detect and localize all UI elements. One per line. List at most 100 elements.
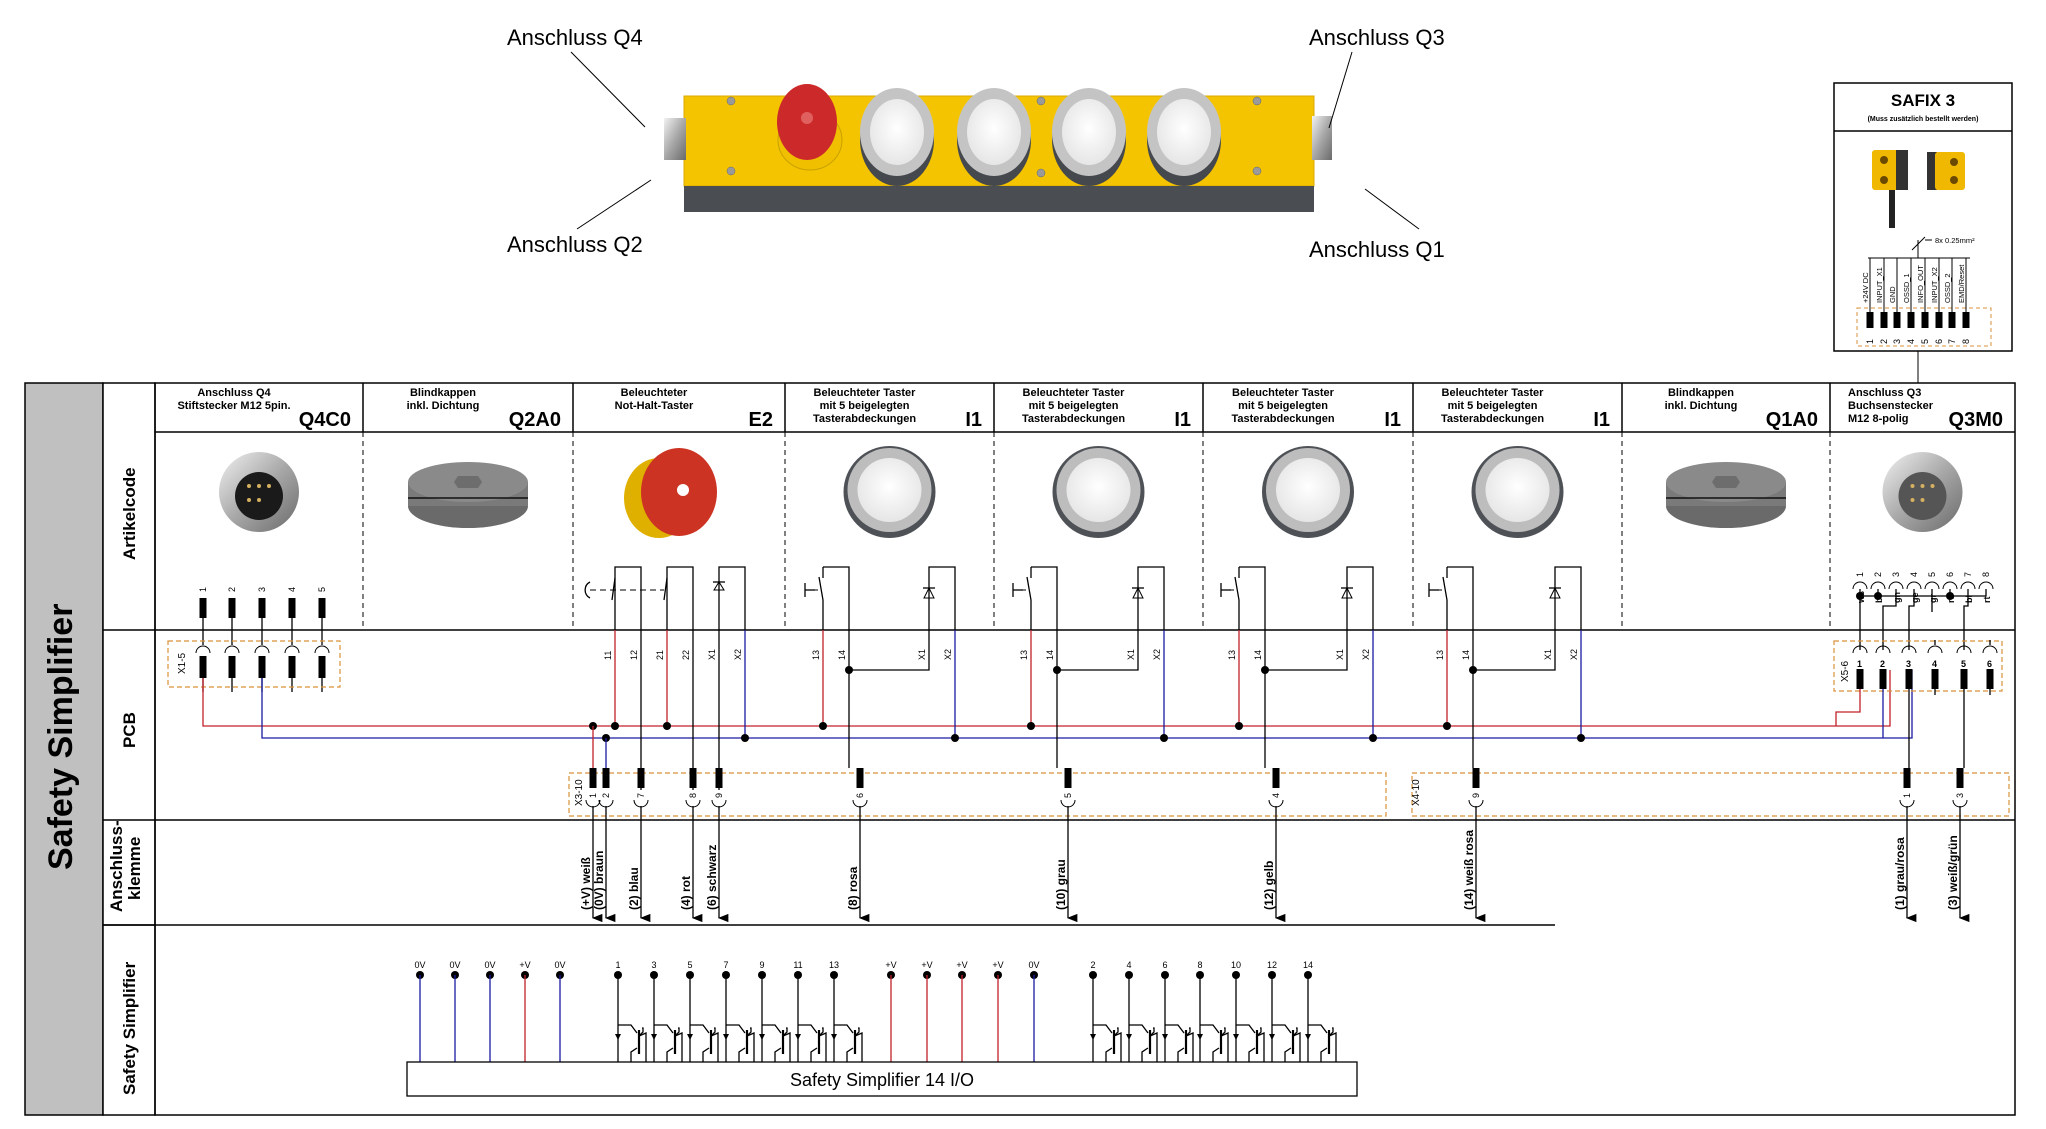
wire bbox=[1212, 1047, 1220, 1062]
wire bbox=[1272, 1024, 1292, 1034]
table-frame bbox=[24, 382, 2016, 1116]
wire bbox=[1442, 576, 1448, 630]
simplifier-terminal-label: 0V bbox=[449, 960, 460, 970]
wire bbox=[710, 1027, 716, 1037]
pin-block-icon bbox=[1893, 312, 1901, 328]
callout-lines bbox=[570, 51, 1420, 230]
junction-dot bbox=[1160, 734, 1168, 742]
callout-q1: Anschluss Q1 bbox=[1309, 237, 1445, 262]
wire bbox=[1328, 1032, 1337, 1062]
wire bbox=[823, 566, 850, 630]
socket-icon bbox=[195, 645, 211, 654]
wire bbox=[1113, 1032, 1122, 1062]
socket-icon bbox=[585, 799, 601, 808]
safix-panel: SAFIX 3 (Muss zusätzlich bestellt werden… bbox=[1833, 82, 2013, 383]
q3-pin-label: 5 bbox=[1927, 572, 1937, 577]
wire-label: (10) grau bbox=[1054, 859, 1068, 910]
wire bbox=[1447, 566, 1474, 630]
safix-signal-label: INPUT_X2 bbox=[1930, 267, 1939, 303]
pin-block-icon bbox=[1907, 312, 1915, 328]
terminal-pin-label: 7 bbox=[636, 793, 646, 798]
contact-label: 14 bbox=[837, 650, 847, 660]
q3-pin-label: 4 bbox=[1909, 572, 1919, 577]
article-code: Q4C0 bbox=[299, 409, 351, 431]
column-description: Tasterabdeckungen bbox=[1231, 413, 1334, 425]
housing-button-icon bbox=[860, 88, 934, 186]
wire bbox=[638, 1032, 647, 1062]
row-label-pcb: PCB bbox=[120, 712, 139, 748]
pin-block-icon bbox=[1960, 669, 1968, 689]
article-code: I1 bbox=[1174, 409, 1191, 431]
wire bbox=[1284, 1047, 1292, 1062]
wire bbox=[1256, 1032, 1265, 1062]
socket-icon bbox=[1978, 581, 1994, 590]
terminal-pin-label: 4 bbox=[1271, 793, 1281, 798]
x5-pin-label: 4 bbox=[1932, 659, 1937, 669]
wire bbox=[782, 1032, 791, 1062]
wire bbox=[1882, 589, 1897, 650]
socket-icon bbox=[1852, 581, 1868, 590]
contact-label: X2 bbox=[1569, 649, 1579, 660]
socket-icon bbox=[1888, 581, 1904, 590]
pin-block-icon bbox=[589, 768, 597, 788]
contact-label: X1 bbox=[1126, 649, 1136, 660]
wire bbox=[1239, 566, 1266, 630]
x5-pin-label: 2 bbox=[1880, 659, 1885, 669]
socket-icon bbox=[1268, 799, 1284, 808]
terminal-pin-label: 9 bbox=[1471, 793, 1481, 798]
simplifier-terminal-label: 0V bbox=[414, 960, 425, 970]
column-description: Tasterabdeckungen bbox=[1022, 413, 1125, 425]
safix-signal-label: GND bbox=[1888, 286, 1897, 303]
socket-icon bbox=[1899, 799, 1915, 808]
callout-q3: Anschluss Q3 bbox=[1309, 25, 1445, 50]
pin-block-icon bbox=[1986, 669, 1994, 689]
control-station-image bbox=[664, 84, 1332, 212]
housing-buttons bbox=[860, 88, 1221, 186]
wire bbox=[774, 1047, 782, 1062]
illuminated-pushbutton-icon bbox=[1471, 446, 1564, 538]
wire bbox=[1026, 576, 1032, 630]
column-description: mit 5 beigelegten bbox=[1448, 400, 1538, 412]
column-description: inkl. Dichtung bbox=[1665, 400, 1738, 412]
callout-q2: Anschluss Q2 bbox=[507, 232, 643, 257]
column-description: Beleuchteter Taster bbox=[814, 387, 917, 399]
contact-label: 14 bbox=[1045, 650, 1055, 660]
wire-label: (4) rot bbox=[679, 876, 693, 910]
q3-wire-color-label: bl bbox=[1964, 595, 1974, 603]
q3-wire-color-label: gr bbox=[1928, 594, 1938, 603]
pin-block-icon bbox=[318, 598, 326, 618]
socket-icon bbox=[1901, 645, 1917, 654]
wire-label: (12) gelb bbox=[1262, 861, 1276, 910]
safix-pin-label: 1 bbox=[1865, 339, 1875, 344]
illuminated-pushbutton-icon bbox=[1052, 446, 1145, 538]
wire bbox=[690, 1024, 710, 1034]
safix-signal-label: EMD/Reset bbox=[1957, 264, 1966, 303]
terminal-block-x4 bbox=[1411, 772, 2010, 817]
wire bbox=[849, 630, 930, 671]
simplifier-terminal-label: 0V bbox=[554, 960, 565, 970]
safix-cable-spec: 8x 0.25mm² bbox=[1935, 236, 1975, 245]
mushroom-actuator-icon bbox=[584, 581, 591, 599]
pin-block-icon bbox=[1272, 768, 1280, 788]
simplifier-input-label: 12 bbox=[1267, 960, 1277, 970]
q3-pin-label: 2 bbox=[1873, 572, 1883, 577]
socket-icon bbox=[685, 799, 701, 808]
pin-block-icon bbox=[689, 768, 697, 788]
pin-block-icon bbox=[1921, 312, 1929, 328]
q4-pin-label: 3 bbox=[257, 587, 267, 592]
terminal-pin-label: 6 bbox=[855, 793, 865, 798]
junction-dot bbox=[1027, 722, 1035, 730]
simplifier-input-label: 2 bbox=[1090, 960, 1095, 970]
pin-block-icon bbox=[318, 656, 326, 678]
terminal-block-x1 bbox=[167, 640, 341, 688]
contact-label: X1 bbox=[917, 649, 927, 660]
pin-block-icon bbox=[1879, 669, 1887, 689]
main-label: Safety Simplifier bbox=[42, 604, 80, 870]
callout-q4: Anschluss Q4 bbox=[507, 25, 643, 50]
terminal-label-x4: X4-10 bbox=[1411, 779, 1422, 806]
safix-signal-label: INFO_OUT bbox=[1916, 265, 1925, 303]
optocoupler-transistor-icon bbox=[831, 1024, 863, 1062]
